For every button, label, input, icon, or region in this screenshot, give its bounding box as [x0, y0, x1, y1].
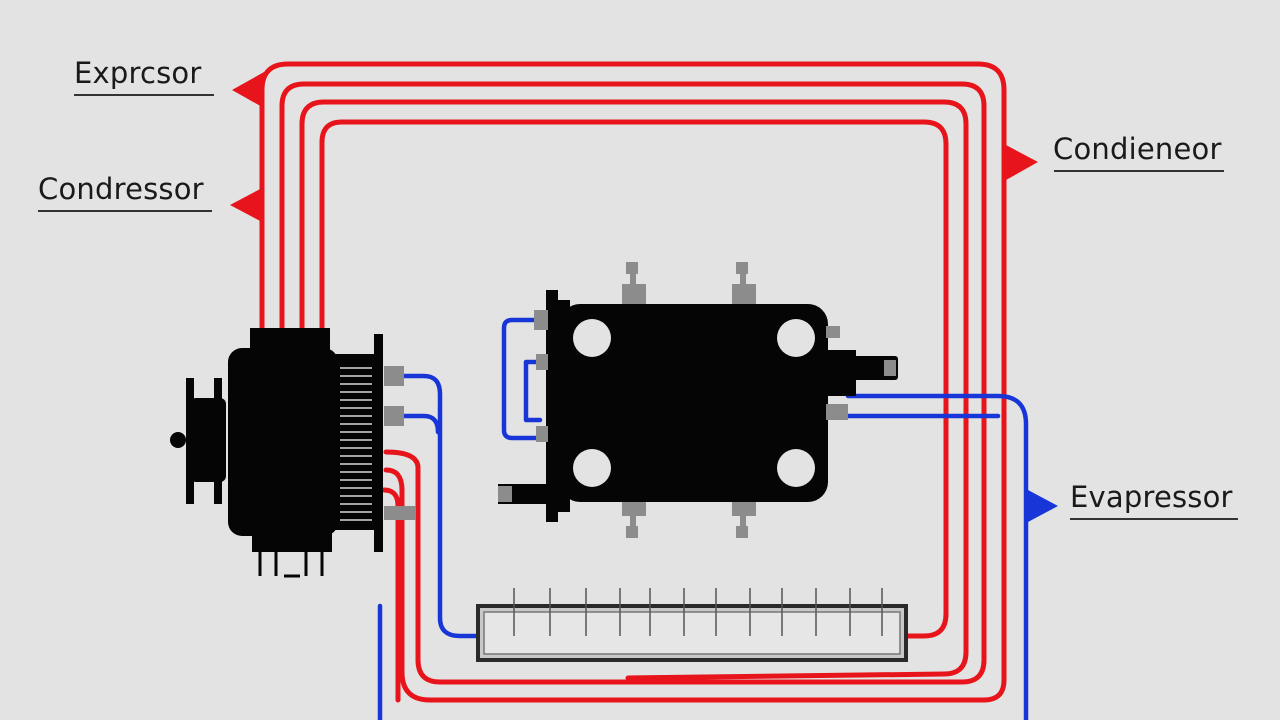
compressor-body: [228, 348, 338, 536]
label-condressor-underline: [38, 210, 212, 212]
grille-inner: [483, 611, 901, 655]
pulley-shaft: [170, 432, 186, 448]
right-outlet-tip: [884, 360, 896, 376]
label-condieneor: Condieneor: [1053, 132, 1222, 166]
compressor-base: [252, 530, 332, 552]
label-exprcsor: Exprcsor: [74, 56, 202, 90]
label-evapressor-underline: [1070, 518, 1238, 520]
compressor-unit: [170, 328, 416, 578]
blue-line-evap-1: [845, 393, 1029, 720]
red-flow-arrows: [230, 72, 1038, 222]
label-condieneor-underline: [1054, 170, 1224, 172]
side-fitting-2: [536, 354, 548, 370]
red-refrigerant-lines: [259, 61, 1007, 703]
valve-backplate: [546, 290, 558, 522]
label-evapressor: Evapressor: [1070, 480, 1233, 514]
cooling-fins: [340, 367, 372, 521]
blue-line-compressor-1: [399, 373, 481, 639]
grille-ticks: [513, 588, 883, 636]
valve-block: [498, 262, 898, 538]
top-bolts: [622, 262, 756, 304]
fitting-3: [384, 506, 416, 520]
right-fitting-2: [826, 404, 848, 420]
blue-line-compressor-2: [399, 413, 441, 435]
red-loop-4: [319, 119, 949, 639]
bolt-hole-tl: [573, 319, 611, 357]
arrow-top-left: [232, 72, 264, 108]
side-fitting-3: [536, 426, 548, 442]
label-exprcsor-underline: [74, 94, 214, 96]
evaporator-grille: [476, 588, 908, 662]
arrow-mid-left: [230, 188, 262, 222]
blue-line-valve: [501, 317, 543, 441]
side-fitting-1: [534, 310, 548, 330]
valve-body: [560, 304, 828, 502]
red-loop-3: [299, 99, 969, 681]
label-condressor: Condressor: [38, 172, 204, 206]
compressor-feet: [258, 552, 324, 578]
bottom-bolts: [622, 502, 756, 538]
bolt-hole-br: [777, 449, 815, 487]
red-loop-1: [259, 61, 1007, 703]
bolt-hole-tr: [777, 319, 815, 357]
right-outlet: [826, 350, 856, 396]
compressor-plate: [374, 334, 383, 552]
compressor-top: [250, 328, 330, 358]
fitting-2: [384, 406, 404, 426]
fitting-1: [384, 366, 404, 386]
pulley-hub: [190, 398, 226, 482]
bolt-hole-bl: [573, 449, 611, 487]
red-loop-2: [279, 81, 987, 685]
blue-line-valve-inner: [523, 359, 543, 423]
side-stub-tip: [498, 486, 512, 502]
right-fitting: [826, 326, 840, 338]
arrow-evaporator: [1028, 490, 1058, 522]
arrow-right: [1006, 145, 1038, 180]
blue-refrigerant-lines: [377, 317, 1029, 720]
red-loop-5: [381, 487, 401, 703]
